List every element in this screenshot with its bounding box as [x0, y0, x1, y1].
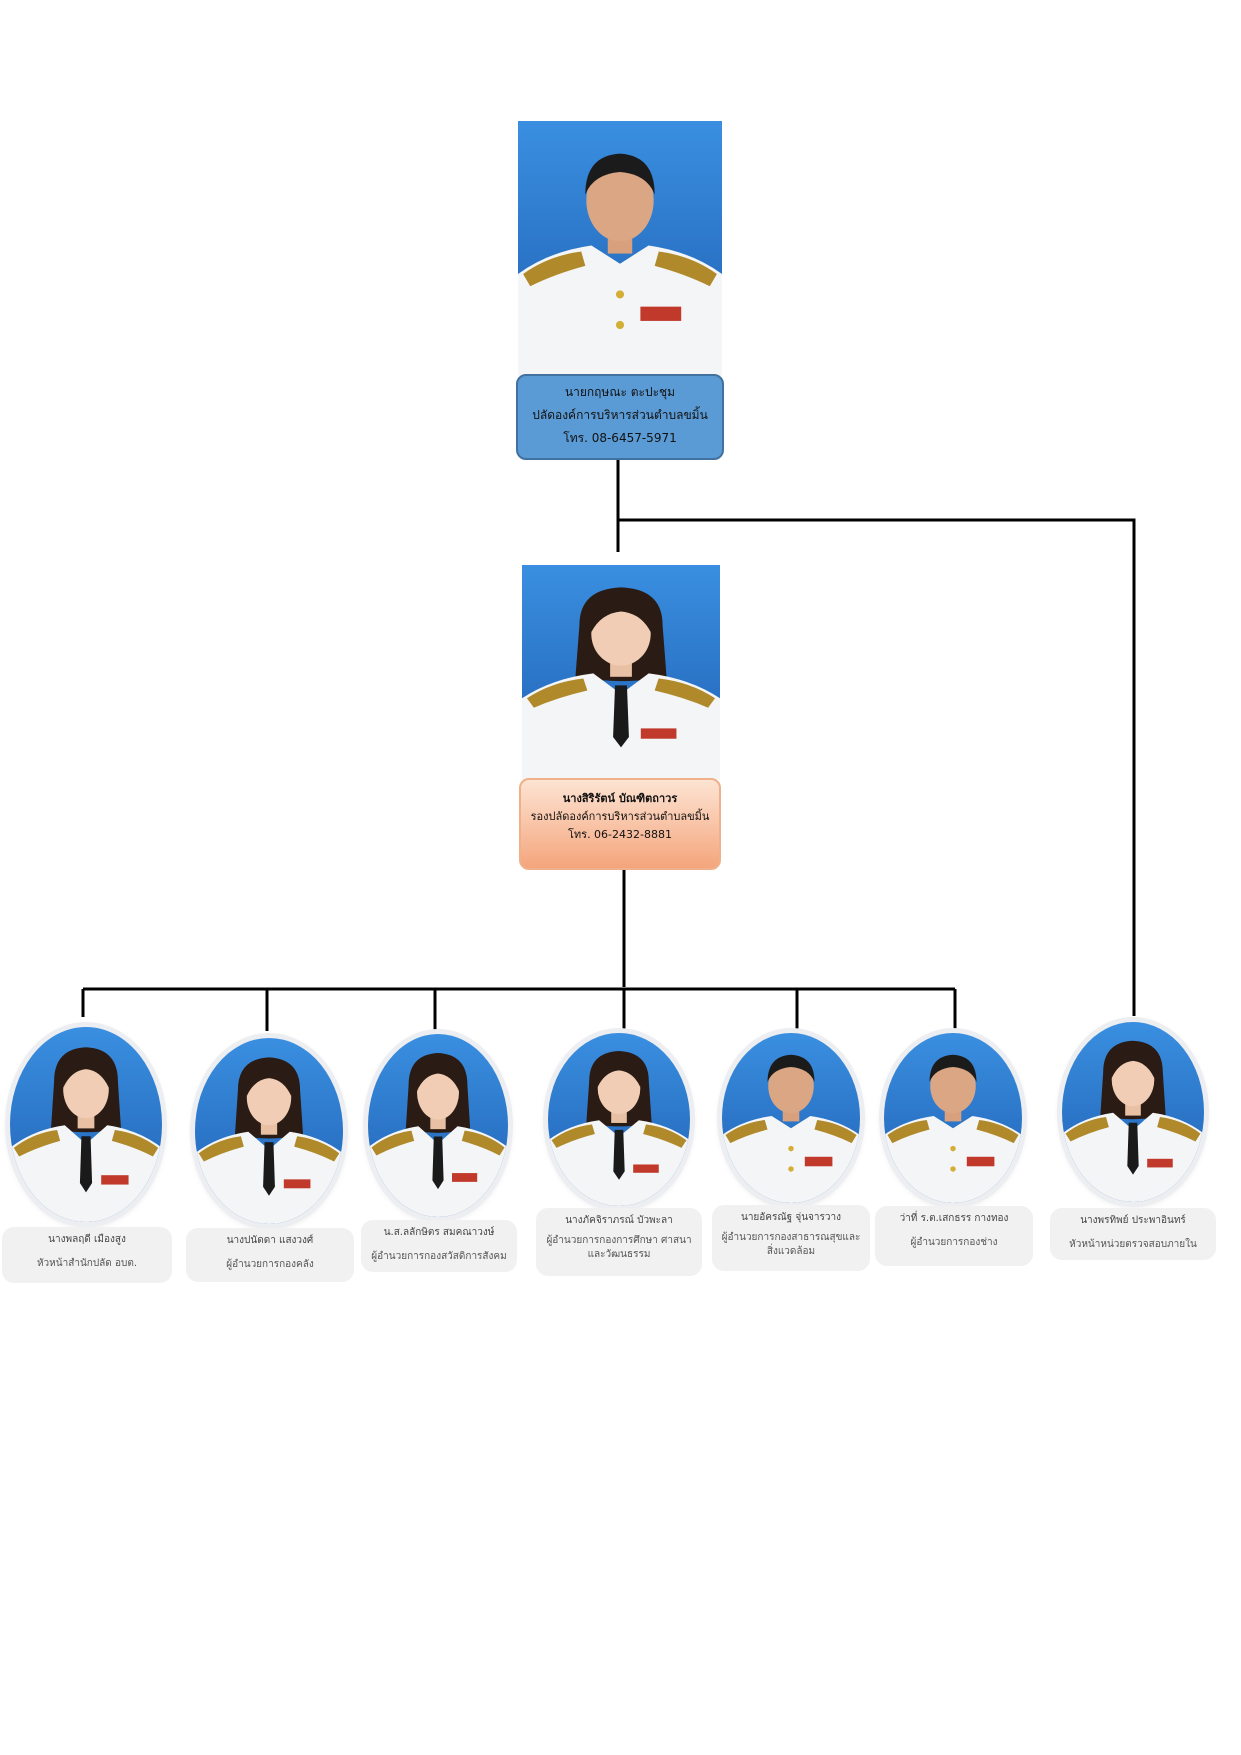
staff-name-2: นางปนัดดา แสงวงศ์: [226, 1235, 314, 1246]
staff-position-5: ผู้อำนวยการกองสาธารณสุขและสิ่งแวดล้อม: [721, 1232, 861, 1257]
staff-position-2: ผู้อำนวยการกองคลัง: [226, 1259, 314, 1270]
staff-position-1: หัวหน้าสำนักปลัด อบต.: [36, 1258, 138, 1269]
staff-name-6: ว่าที่ ร.ต.เสกธรร กางทอง: [899, 1213, 1009, 1224]
staff-name-1: นางพลฤดี เมืองสูง: [48, 1234, 126, 1245]
staff-photo-3: [368, 1034, 508, 1217]
deputy-position: รองปลัดองค์การบริหารส่วนตำบลขมิ้น: [530, 810, 710, 823]
staff-photo-1: [10, 1027, 162, 1222]
deputy-name: นางสิริรัตน์ บัณฑิตถาวร: [562, 792, 678, 805]
staff-photo-2: [195, 1038, 343, 1224]
portrait-female-image: [10, 1027, 162, 1222]
deputy-card: นางสิริรัตน์ บัณฑิตถาวร รองปลัดองค์การบร…: [519, 778, 721, 870]
staff-name-7: นางพรทิพย์ ประพาอินทร์: [1080, 1215, 1186, 1226]
portrait-female-image: [195, 1038, 343, 1224]
staff-position-7: หัวหน้าหน่วยตรวจสอบภายใน: [1069, 1239, 1197, 1250]
head-card: นายกฤษณะ ตะปะชุม ปลัดองค์การบริหารส่วนตำ…: [516, 374, 724, 460]
head-position: ปลัดองค์การบริหารส่วนตำบลขมิ้น: [532, 408, 708, 422]
staff-photo-7: [1062, 1022, 1204, 1202]
head-phone: โทร. 08-6457-5971: [563, 431, 677, 445]
staff-name-4: นางภัคจิราภรณ์ บัวพะลา: [565, 1215, 673, 1226]
portrait-male-image: [884, 1033, 1022, 1203]
portrait-female-image: [522, 565, 720, 780]
staff-photo-6: [884, 1033, 1022, 1203]
staff-label-6: ว่าที่ ร.ต.เสกธรร กางทอง ผู้อำนวยการกองช…: [875, 1206, 1033, 1266]
staff-label-7: นางพรทิพย์ ประพาอินทร์ หัวหน้าหน่วยตรวจส…: [1050, 1208, 1216, 1260]
portrait-male-image: [722, 1033, 860, 1203]
portrait-female-image: [368, 1034, 508, 1217]
staff-position-4: ผู้อำนวยการกองการศึกษา ศาสนาและวัฒนธรรม: [546, 1235, 692, 1260]
staff-photo-5: [722, 1033, 860, 1203]
deputy-phone: โทร. 06-2432-8881: [568, 828, 672, 841]
head-photo: [518, 121, 722, 376]
staff-label-2: นางปนัดดา แสงวงศ์ ผู้อำนวยการกองคลัง: [186, 1228, 354, 1282]
staff-position-6: ผู้อำนวยการกองช่าง: [910, 1237, 998, 1248]
deputy-photo: [522, 565, 720, 780]
staff-label-5: นายอัครณัฐ จุ่นจารวาง ผู้อำนวยการกองสาธา…: [712, 1205, 870, 1271]
staff-photo-4: [548, 1033, 690, 1206]
staff-name-3: น.ส.ลลักษิตร สมคณาวงษ์: [383, 1227, 495, 1238]
head-name: นายกฤษณะ ตะปะชุม: [564, 385, 676, 399]
staff-label-1: นางพลฤดี เมืองสูง หัวหน้าสำนักปลัด อบต.: [2, 1227, 172, 1283]
staff-name-5: นายอัครณัฐ จุ่นจารวาง: [740, 1212, 841, 1223]
portrait-male-image: [518, 121, 722, 376]
staff-position-3: ผู้อำนวยการกองสวัสดิการสังคม: [371, 1251, 507, 1262]
portrait-female-image: [1062, 1022, 1204, 1202]
staff-label-3: น.ส.ลลักษิตร สมคณาวงษ์ ผู้อำนวยการกองสวั…: [361, 1220, 517, 1272]
staff-label-4: นางภัคจิราภรณ์ บัวพะลา ผู้อำนวยการกองการ…: [536, 1208, 702, 1276]
portrait-female-image: [548, 1033, 690, 1206]
connector-head-to-audit: [618, 518, 1136, 1016]
